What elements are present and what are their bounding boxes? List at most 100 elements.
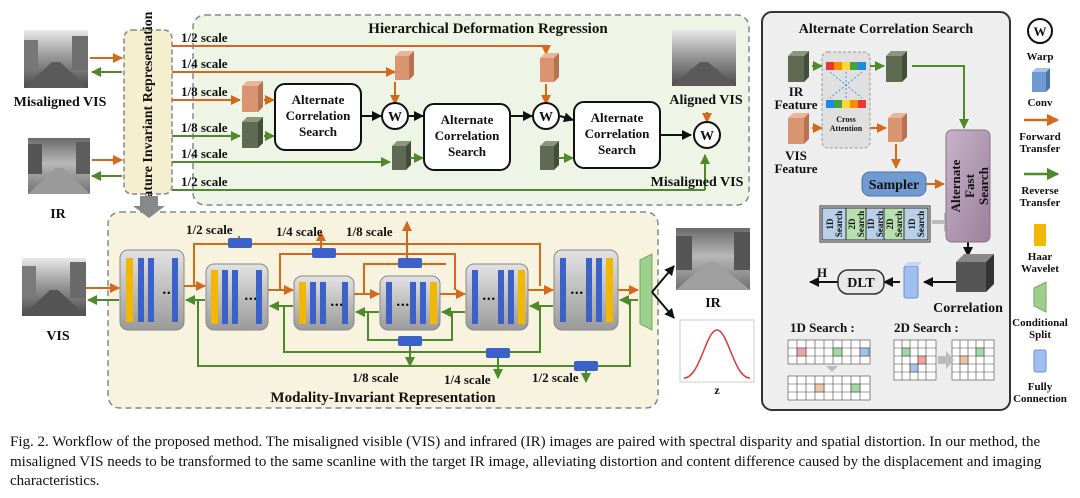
- warp-legend-icon: W: [1027, 18, 1053, 44]
- afs-label: AlternateFastSearch: [948, 159, 991, 212]
- legend-warp: Warp: [1027, 51, 1054, 63]
- acs-block-2: [423, 103, 511, 171]
- legend-conv: Conv: [1027, 97, 1053, 109]
- warp-icon: W: [693, 121, 721, 149]
- fir-block: [123, 29, 173, 195]
- acs-panel-title: Alternate Correlation Search: [799, 22, 974, 37]
- scale-label-1-2: 1/2 scale: [181, 174, 228, 189]
- svg-text:W: W: [388, 110, 402, 125]
- sampler-label: Sampler: [869, 178, 920, 193]
- split-arrow: [651, 291, 675, 319]
- fully-connection-legend-icon: [1033, 349, 1047, 373]
- aligned-vis-label: Aligned VIS: [669, 93, 742, 108]
- conv-block-green: [242, 117, 263, 148]
- conv-block-orange: [395, 51, 414, 80]
- svg-text:...: ...: [396, 295, 410, 310]
- fc-bar: [398, 336, 422, 346]
- svg-text:1DSearch: 1DSearch: [907, 211, 926, 237]
- dlt-block: [837, 269, 885, 295]
- vis-input-label: VIS: [46, 329, 70, 344]
- scale-label-1-8: 1/8 scale: [181, 120, 228, 135]
- svg-text:2DSearch: 2DSearch: [885, 211, 904, 237]
- search-1d-title: 1D Search :: [790, 320, 855, 335]
- mir-scale-label-1-2: 1/2 scale: [186, 222, 233, 237]
- hdr-title: Hierarchical Deformation Regression: [368, 21, 608, 37]
- ir-output-image: [676, 228, 750, 290]
- conv-block-green: [788, 51, 809, 82]
- fc-bar: [312, 248, 336, 258]
- search-1d-arrow: [826, 366, 838, 372]
- conv-block-orange: [540, 53, 559, 82]
- conv-block-orange: [788, 113, 809, 144]
- correlation-label: Correlation: [933, 301, 1003, 316]
- svg-text:W: W: [1034, 24, 1047, 39]
- vis-input-image: [22, 258, 86, 316]
- svg-text:...: ...: [482, 289, 496, 304]
- conv-block-orange: [888, 113, 907, 142]
- warp-icon: W: [532, 102, 560, 130]
- fir-label: Feature Invariant Representation: [141, 11, 156, 212]
- fc-bar: [574, 361, 598, 371]
- afs-block: [945, 129, 991, 243]
- figure-caption: Fig. 2. Workflow of the proposed method.…: [10, 433, 1070, 492]
- search-stack: 1DSearch 2DSearch 1DSearch 2DSearch 1DSe…: [819, 205, 931, 243]
- dlt-label: DLT: [847, 276, 875, 291]
- mir-blocks: ... ... ... ... ... ...: [119, 249, 619, 331]
- warp-icon: W: [381, 102, 409, 130]
- ir-input-image: [28, 138, 90, 194]
- scale-label-1-4: 1/4 scale: [181, 146, 228, 161]
- split-arrow: [651, 265, 675, 293]
- ir-output-label: IR: [705, 296, 721, 311]
- ir-input-label: IR: [50, 207, 66, 222]
- mir-scale-label-1-4: 1/4 scale: [276, 224, 323, 239]
- mir-scale-label-1-4: 1/4 scale: [444, 372, 491, 387]
- search-1d-grid: [787, 339, 871, 401]
- svg-text:W: W: [539, 110, 553, 125]
- conv-block-orange: [242, 81, 263, 112]
- scale-label-1-4: 1/4 scale: [181, 56, 228, 71]
- misaligned-vis-label: Misaligned VIS: [14, 95, 107, 110]
- scale-lines: [172, 45, 710, 191]
- svg-text:2DSearch: 2DSearch: [847, 211, 866, 237]
- search-2d-title: 2D Search :: [894, 320, 959, 335]
- mir-scale-label-1-8: 1/8 scale: [352, 370, 399, 385]
- conv-block-green: [886, 51, 907, 82]
- fc-bar: [398, 258, 422, 268]
- fir-down-arrow: [133, 196, 165, 218]
- scale-label-1-8: 1/8 scale: [181, 84, 228, 99]
- search-2d-arrow: [938, 351, 954, 369]
- conv-legend-icon: [1032, 68, 1050, 92]
- svg-text:1DSearch: 1DSearch: [866, 211, 885, 237]
- mir-scale-label-1-2: 1/2 scale: [532, 370, 579, 385]
- svg-text:1DSearch: 1DSearch: [825, 211, 844, 237]
- mir-title: Modality-Invariant Representation: [270, 390, 496, 406]
- z-label: z: [714, 383, 720, 397]
- caption-fig-number: Fig. 2.: [10, 434, 49, 450]
- hdr-arrows: [264, 82, 712, 163]
- sampler-block: [861, 171, 927, 197]
- scale-label-1-2: 1/2 scale: [181, 30, 228, 45]
- conditional-split-legend-icon: [1033, 281, 1047, 313]
- svg-text:...: ...: [330, 295, 344, 310]
- fc-block: [903, 262, 922, 299]
- fc-bar: [486, 348, 510, 358]
- workflow-diagram: Hierarchical Deformation Regression Moda…: [14, 11, 1068, 411]
- correlation-cube: [956, 254, 994, 292]
- conditional-split: [639, 253, 653, 331]
- mir-scale-label-1-8: 1/8 scale: [346, 224, 393, 239]
- svg-text:...: ...: [570, 283, 584, 298]
- search-2d-grid: [893, 339, 995, 381]
- h-label: H: [817, 265, 827, 280]
- misaligned-vis-image: [24, 30, 88, 88]
- aligned-vis-image: [672, 30, 736, 86]
- cross-attention-bars: [826, 62, 866, 108]
